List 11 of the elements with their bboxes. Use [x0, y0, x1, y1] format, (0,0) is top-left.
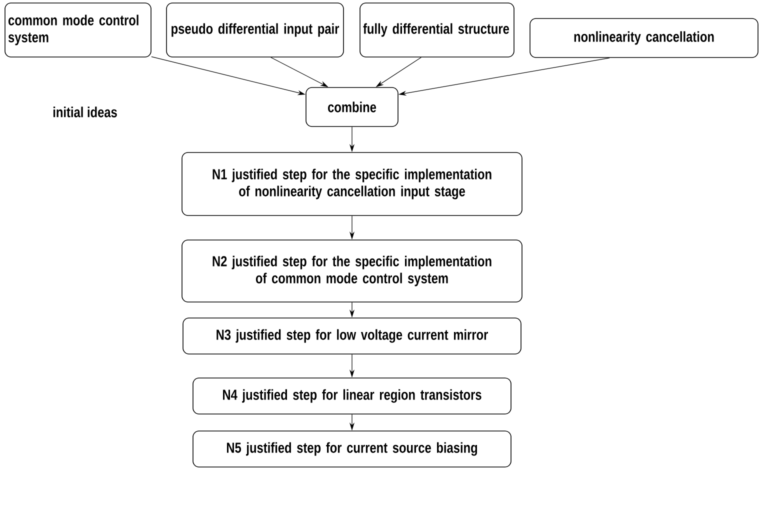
- process-box: N2 justified step for the specific implementation of common mode control system: [182, 240, 522, 302]
- annotation-label: initial ideas: [53, 106, 117, 118]
- process-box: common mode control system: [4, 2, 152, 58]
- process-box: N4 justified step for linear region transistors: [192, 378, 512, 414]
- process-box: N5 justified step for current source biasing: [192, 430, 512, 468]
- process-box: N1 justified step for the specific implementation of nonlinearity cancellation input stage: [182, 152, 522, 216]
- process-box: combine: [306, 87, 398, 127]
- process-box: pseudo differential input pair: [166, 2, 344, 58]
- process-box: nonlinearity cancellation: [530, 18, 758, 58]
- process-box: N3 justified step for low voltage current mirror: [182, 318, 522, 354]
- process-box: fully differential structure: [360, 2, 514, 58]
